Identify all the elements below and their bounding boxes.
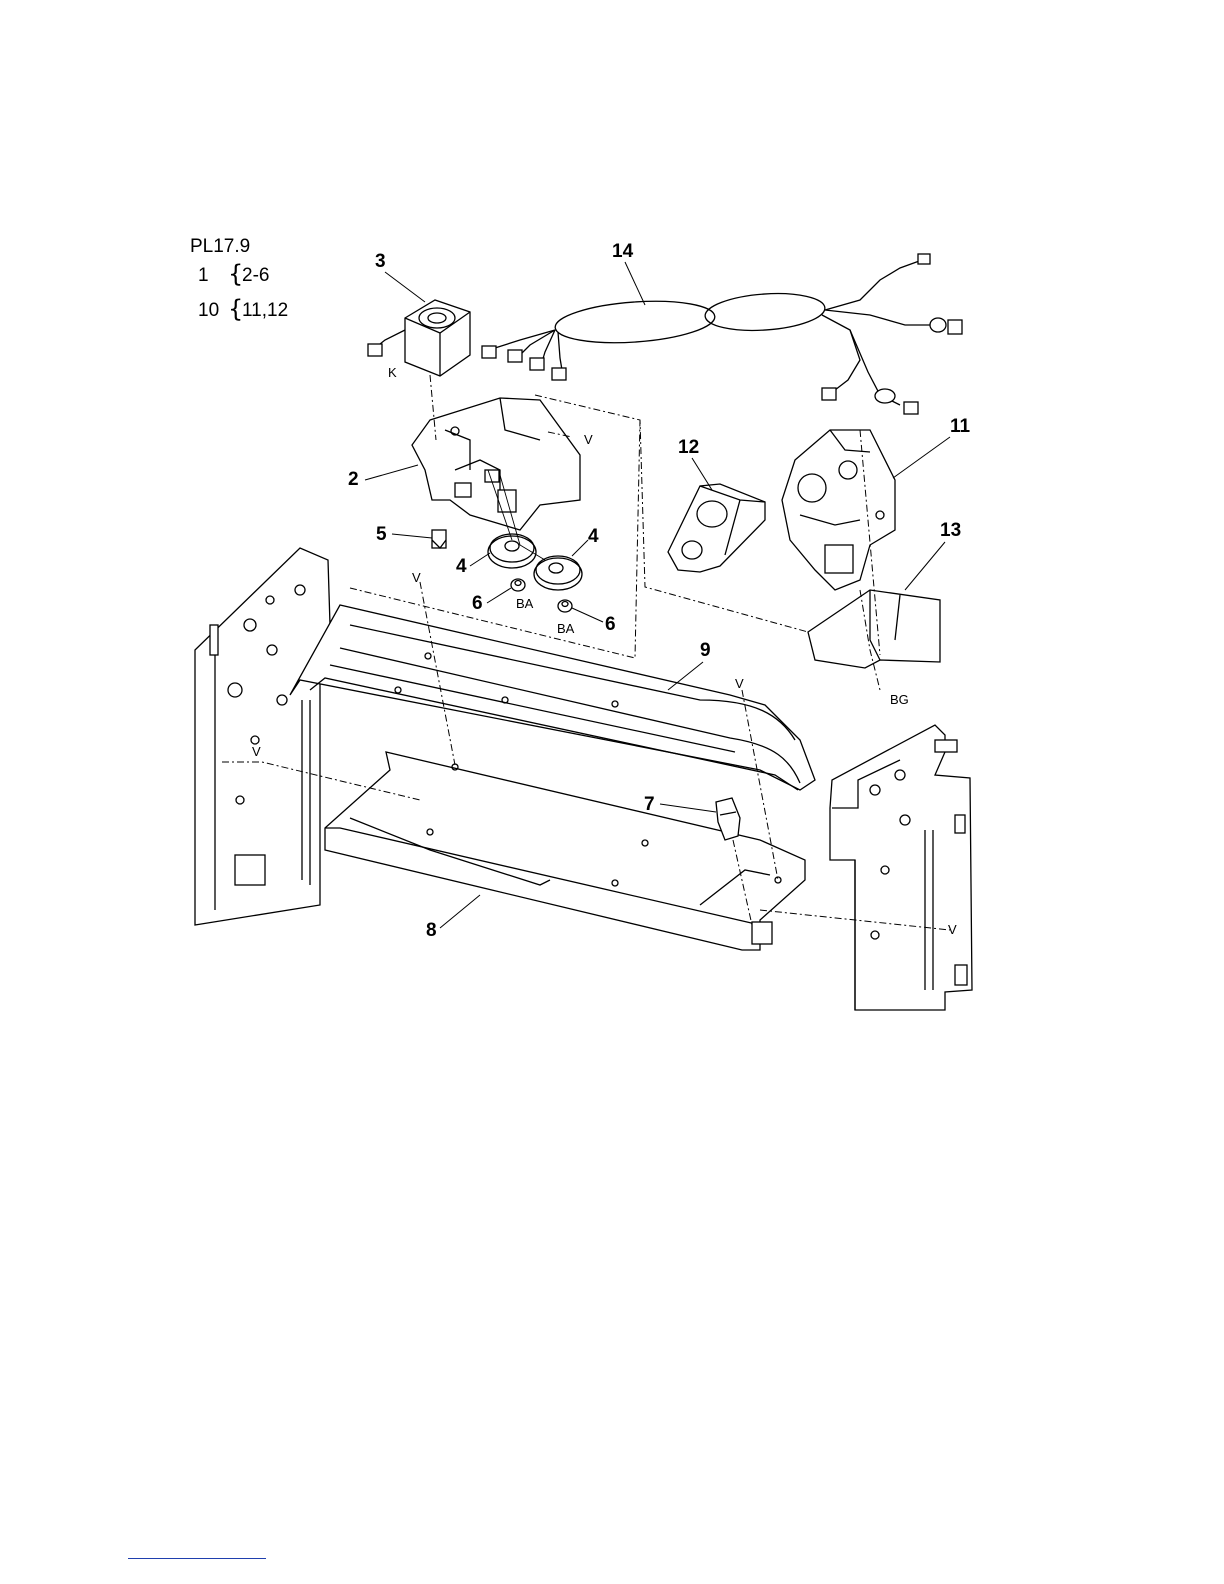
legend-item-1: 1 xyxy=(198,265,209,286)
parts-legend: PL17.9 1 { 2-6 10 { 11,12 xyxy=(190,236,288,323)
callout-4-left: 4 xyxy=(456,556,467,577)
brace-icon: { xyxy=(228,295,243,323)
cover-12 xyxy=(668,484,765,572)
callout-2: 2 xyxy=(348,469,359,490)
letter-v: V xyxy=(735,676,744,691)
callout-8: 8 xyxy=(426,920,437,941)
motor-3: K xyxy=(368,300,470,380)
legend-parts-10: 11,12 xyxy=(242,300,288,321)
callout-12: 12 xyxy=(678,437,699,458)
callout-7: 7 xyxy=(644,794,655,815)
letter-k: K xyxy=(388,365,397,380)
callout-3: 3 xyxy=(375,251,386,272)
callout-13: 13 xyxy=(940,520,961,541)
letter-v: V xyxy=(252,744,261,759)
wire-harness-14 xyxy=(482,254,962,414)
tray-channel-9 xyxy=(290,605,815,790)
callout-11: 11 xyxy=(950,416,971,437)
callout-6-right: 6 xyxy=(605,614,616,635)
plate-id: PL17.9 xyxy=(190,236,250,257)
callout-5: 5 xyxy=(376,524,387,545)
gear-4-right xyxy=(534,556,582,590)
sensor-5 xyxy=(432,530,446,548)
bushing-6-left xyxy=(511,579,525,591)
letter-v: V xyxy=(412,570,421,585)
brace-icon: { xyxy=(228,260,243,288)
callout-14: 14 xyxy=(612,241,634,262)
callout-6-left: 6 xyxy=(472,593,483,614)
letter-v: V xyxy=(948,922,957,937)
letter-ba: BA xyxy=(557,621,575,636)
drive-assembly-11 xyxy=(782,430,895,590)
letter-v: V xyxy=(584,432,593,447)
callout-4-right: 4 xyxy=(588,526,599,547)
letter-bg: BG xyxy=(890,692,909,707)
lower-plate-8 xyxy=(325,752,805,950)
bracket-13: BG xyxy=(808,590,940,707)
bushing-6-right xyxy=(558,600,572,612)
letter-ba: BA xyxy=(516,596,534,611)
footer-rule xyxy=(128,1558,266,1559)
drive-bracket-2 xyxy=(412,398,580,530)
legend-parts-1: 2-6 xyxy=(242,265,269,286)
left-side-frame xyxy=(195,548,330,925)
right-side-frame xyxy=(830,725,972,1010)
legend-item-10: 10 xyxy=(198,300,219,321)
callout-9: 9 xyxy=(700,640,711,661)
